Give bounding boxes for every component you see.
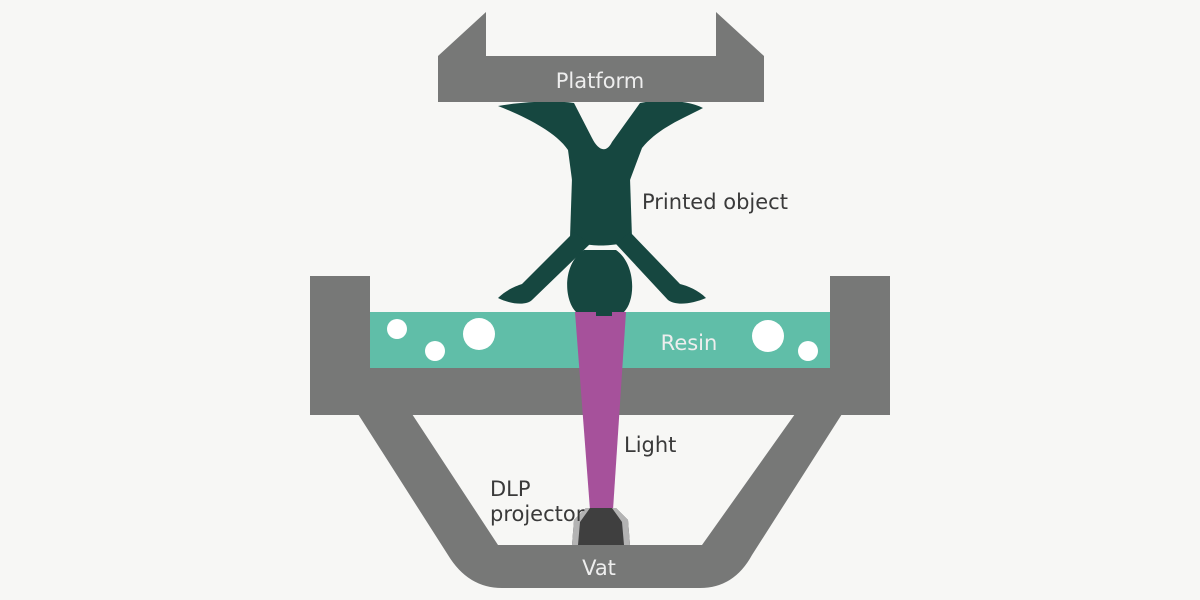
- light-label: Light: [624, 433, 676, 457]
- printed-object-label: Printed object: [642, 190, 788, 214]
- resin-bubble: [387, 319, 407, 339]
- resin-label: Resin: [661, 331, 718, 355]
- resin-bubble: [752, 320, 784, 352]
- dlp-projector: [572, 508, 630, 545]
- printed-object: [498, 100, 706, 316]
- projector-label-line2: projector: [490, 502, 585, 526]
- projector-highlight-left: [572, 508, 590, 545]
- resin-bubble: [425, 341, 445, 361]
- object-left-arm: [498, 232, 590, 304]
- platform-label: Platform: [556, 69, 645, 93]
- object-left-leg: [498, 100, 703, 180]
- object-right-arm: [616, 232, 706, 304]
- resin-bubble: [463, 318, 495, 350]
- resin-bubble: [798, 341, 818, 361]
- object-torso: [570, 178, 632, 246]
- projector-body: [572, 508, 630, 545]
- object-head: [567, 250, 633, 316]
- vat-support-frame: [358, 414, 842, 588]
- projector-label-line1: DLP: [490, 477, 531, 501]
- light-beam: [575, 312, 626, 510]
- platform: [438, 12, 764, 102]
- projector-highlight-right: [612, 508, 630, 545]
- vat-label: Vat: [582, 556, 616, 580]
